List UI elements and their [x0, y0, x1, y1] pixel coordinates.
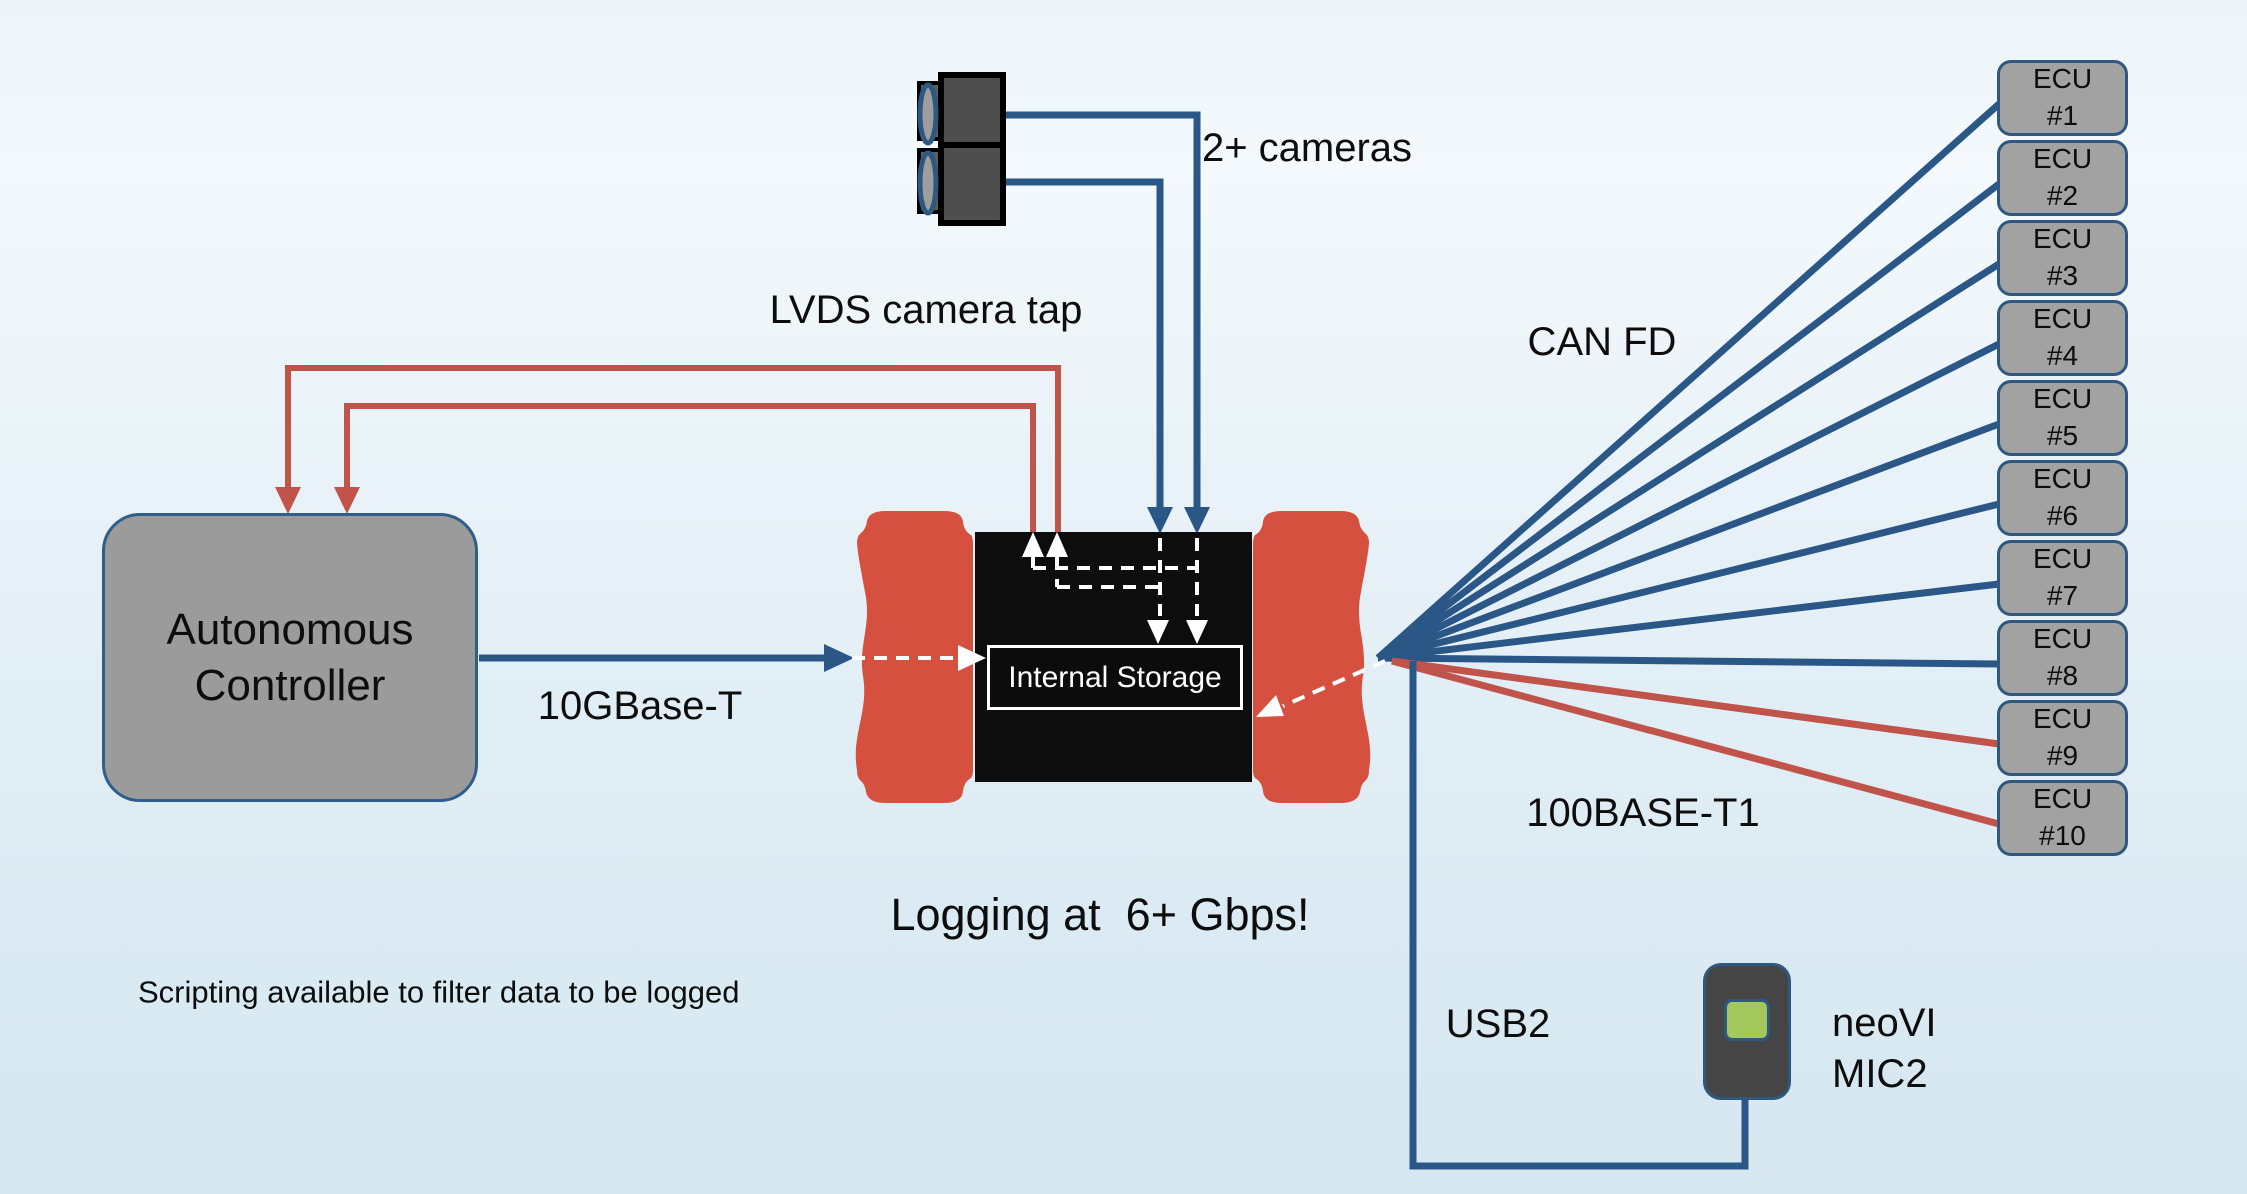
can-fd-wire-7 [1377, 580, 2000, 662]
ecu-label-line1: ECU [2032, 223, 2093, 255]
neovi-mic2-device [1703, 963, 1791, 1100]
red-arrowhead-controller-right [334, 487, 360, 514]
ecu-label-line1: ECU [2032, 463, 2093, 495]
lvds-tap-wire-outer [285, 365, 1061, 535]
can-fd-wire-2 [1375, 181, 2002, 661]
usb2-label: USB2 [1445, 1002, 1551, 1046]
camera1-body [938, 72, 1006, 148]
white-right-arrowhead [958, 645, 986, 671]
can-fd-wire-1 [1375, 101, 2002, 661]
white-up-arrowhead-2 [1046, 532, 1068, 557]
can-fd-wire-5 [1376, 420, 2001, 662]
ecu-label-line1: ECU [2032, 303, 2093, 335]
white-down-arrowhead-2 [1186, 620, 1208, 644]
scripting-note: Scripting available to filter data to be… [138, 974, 740, 1010]
autonomous-controller-box: Autonomous Controller [102, 513, 478, 802]
ecu-label-line2: #9 [2046, 740, 2079, 771]
ecu-label-line2: #3 [2046, 260, 2079, 291]
ecu-label-line2: #10 [2039, 820, 2086, 851]
ecu-label-line2: #4 [2046, 340, 2079, 371]
neovi-mic2-screen [1724, 999, 1770, 1041]
blue-arrowhead-camera1 [1184, 507, 1210, 534]
ecu-label-line1: ECU [2032, 63, 2093, 95]
ecu-box-1: ECU #1 [1997, 60, 2128, 136]
ecu-box-6: ECU #6 [1997, 460, 2128, 536]
camera1-wire [1003, 111, 1201, 510]
internal-flow-dashes [852, 538, 1386, 708]
internal-flow-arrowheads [958, 532, 1284, 717]
100base-t1-label: 100BASE-T1 [1526, 791, 1760, 835]
dash-in-from-buses [1282, 659, 1386, 708]
ecu-label-line1: ECU [2032, 623, 2093, 655]
ecu-label-line2: #6 [2046, 500, 2079, 531]
blue-arrowhead-ethernet [824, 644, 854, 672]
white-diagonal-arrowhead [1256, 695, 1284, 717]
can-fd-wire-8 [1377, 654, 2000, 668]
ecu-fan-wires [1375, 101, 2002, 828]
can-fd-wire-6 [1377, 500, 2000, 662]
white-down-arrowhead-1 [1147, 620, 1169, 644]
logger-connector-right [1253, 511, 1371, 803]
ecu-label-line2: #8 [2046, 660, 2079, 691]
ecu-box-3: ECU #3 [1997, 220, 2128, 296]
100base-t1-wire-9 [1391, 657, 2000, 748]
white-up-arrowhead-1 [1022, 532, 1044, 557]
ecu-box-2: ECU #2 [1997, 140, 2128, 216]
camera2-wire [1003, 178, 1164, 510]
neovi-mic2-label: neoVI MIC2 [1832, 998, 1937, 1100]
ecu-label-line1: ECU [2032, 543, 2093, 575]
ecu-box-4: ECU #4 [1997, 300, 2128, 376]
lvds-tap-wires [275, 365, 1061, 535]
camera2-body [938, 142, 1006, 226]
cameras-label: 2+ cameras [1201, 126, 1413, 170]
lvds-label: LVDS camera tap [769, 288, 1083, 332]
neovi-label-line2: MIC2 [1832, 1052, 1928, 1097]
camera-icon [917, 72, 1006, 226]
ecu-box-7: ECU #7 [1997, 540, 2128, 616]
controller-label-line1: Autonomous [166, 604, 414, 654]
ecu-label-line1: ECU [2032, 783, 2093, 815]
ecu-label-line2: #1 [2046, 100, 2079, 131]
can-fd-wire-4 [1376, 340, 2001, 662]
blue-arrowhead-camera2 [1147, 507, 1173, 534]
camera1-lens [917, 82, 939, 146]
camera-wires [1003, 111, 1210, 534]
ecu-label-line1: ECU [2032, 383, 2093, 415]
logging-note: Logging at 6+ Gbps! [890, 888, 1310, 940]
logger-connector-left [855, 511, 973, 803]
can-fd-label: CAN FD [1527, 320, 1677, 364]
internal-storage-box: Internal Storage [987, 645, 1243, 710]
can-fd-wire-3 [1376, 261, 2001, 661]
ecu-label-line1: ECU [2032, 143, 2093, 175]
ecu-box-5: ECU #5 [1997, 380, 2128, 456]
lvds-tap-wire-inner [344, 403, 1036, 535]
camera2-lens [917, 150, 939, 216]
100base-t1-wire-10 [1391, 657, 2000, 828]
ecu-label-line2: #7 [2046, 580, 2079, 611]
ethernet-wire [479, 644, 854, 672]
ethernet-label: 10GBase-T [537, 684, 743, 728]
ecu-label-line2: #5 [2046, 420, 2079, 451]
controller-label-line2: Controller [194, 660, 386, 710]
usb-wire [1409, 661, 1749, 1170]
ecu-label-line1: ECU [2032, 703, 2093, 735]
ecu-label-line2: #2 [2046, 180, 2079, 211]
ecu-box-10: ECU #10 [1997, 780, 2128, 856]
neovi-label-line1: neoVI [1832, 1001, 1937, 1045]
internal-storage-label: Internal Storage [1008, 660, 1222, 694]
ecu-box-8: ECU #8 [1997, 620, 2128, 696]
ecu-box-9: ECU #9 [1997, 700, 2128, 776]
red-arrowhead-controller-left [275, 487, 301, 514]
